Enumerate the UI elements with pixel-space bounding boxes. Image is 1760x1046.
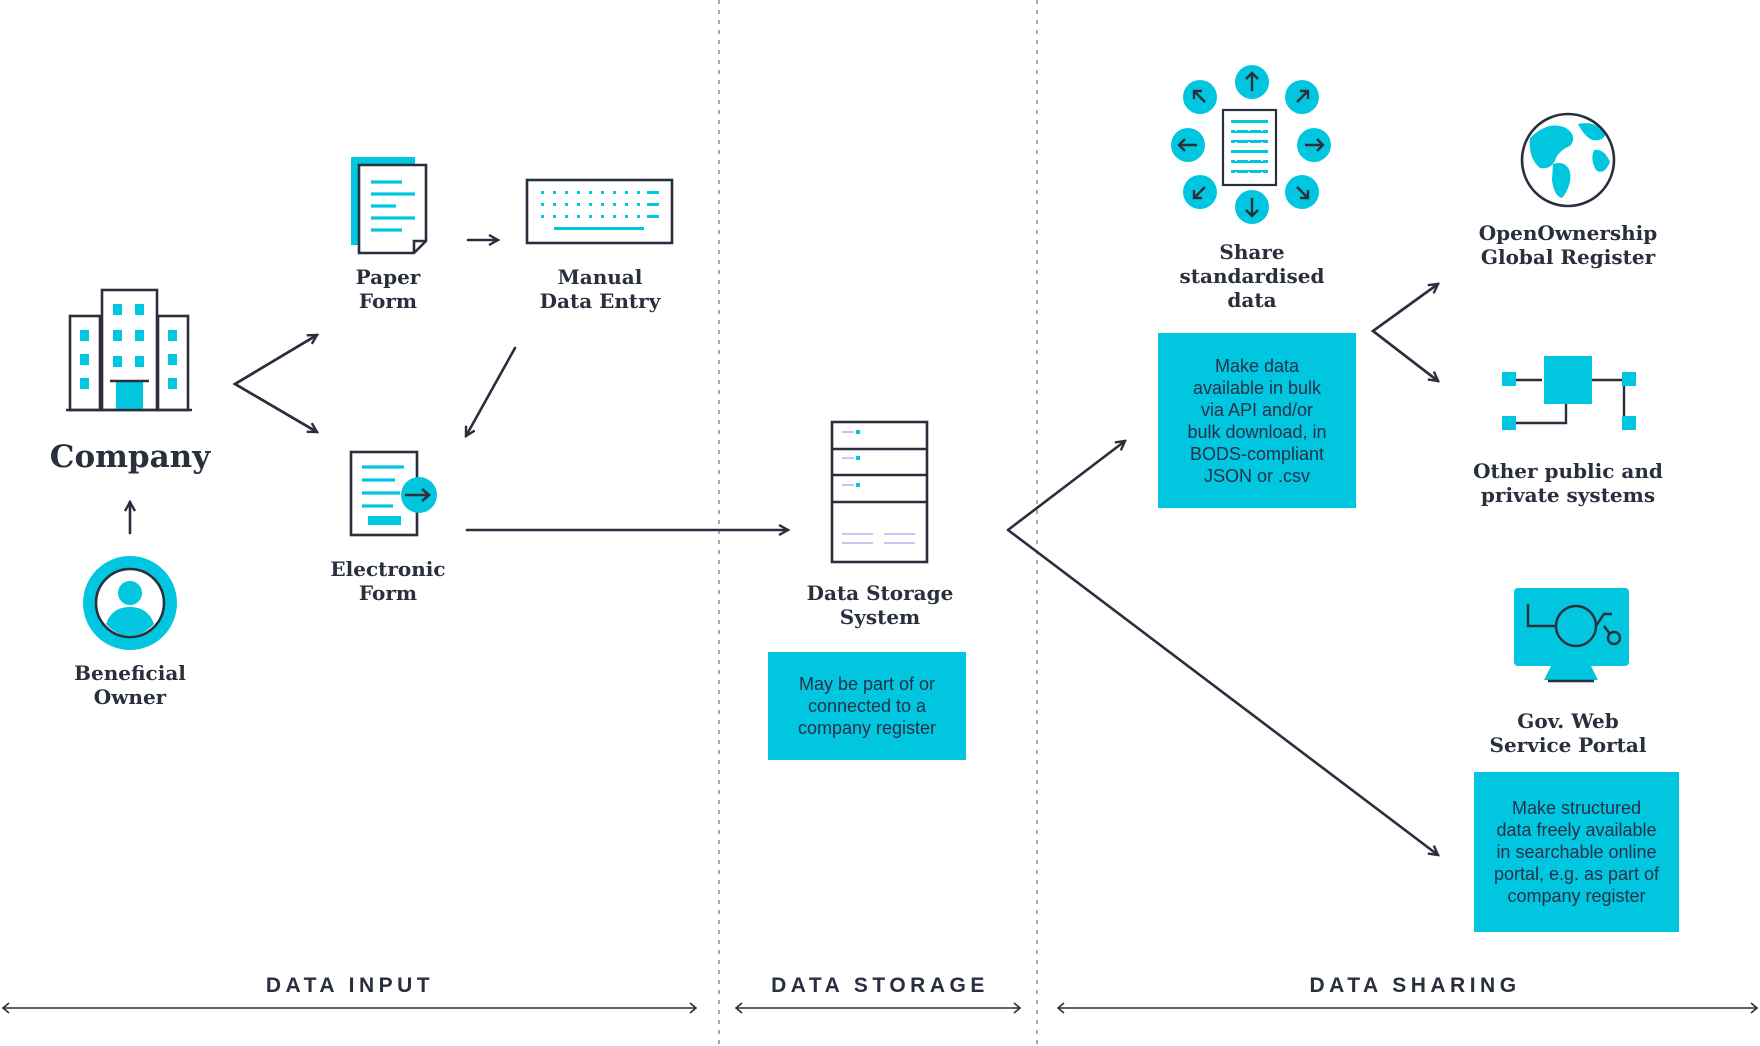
portal-note: Make structured data freely available in…: [1474, 772, 1679, 932]
bulk-note-text: Make data available in bulk via API and/…: [1187, 355, 1327, 486]
storage-note-text: May be part of or connected to a company…: [797, 674, 937, 738]
beneficial-owner-label: Beneficial Owner: [74, 661, 186, 709]
electronic-form-label: Electronic Form: [330, 557, 446, 605]
gov-portal-label: Gov. Web Service Portal: [1489, 709, 1647, 757]
openownership-register-label: OpenOwnership Global Register: [1478, 221, 1658, 269]
person-icon: [83, 556, 177, 650]
section-span-storage: [734, 1002, 1022, 1014]
other-systems-label: Other public and private systems: [1473, 459, 1663, 507]
keyboard-icon: [525, 178, 674, 245]
company-label: Company: [49, 439, 211, 475]
electronic-form-icon: [349, 450, 437, 537]
paper-form-label: Paper Form: [355, 265, 421, 313]
arrow-manual-to-electronic: [464, 346, 517, 436]
section-span-input: [1, 1002, 698, 1014]
monitor-icon: [1514, 588, 1629, 683]
manual-data-entry-label: Manual Data Entry: [539, 265, 661, 313]
connectors: [130, 240, 1438, 855]
bulk-note: Make data available in bulk via API and/…: [1158, 333, 1356, 508]
arrow-to-electronic-form: [233, 382, 317, 434]
portal-note-text: Make structured data freely available in…: [1493, 798, 1660, 906]
data-storage-system-label: Data Storage System: [806, 581, 954, 629]
section-data-sharing: DATA SHARING: [1309, 974, 1521, 997]
storage-note: May be part of or connected to a company…: [768, 652, 966, 760]
arrow-storage-to-share: [1006, 441, 1125, 532]
server-icon: [830, 420, 929, 564]
share-arrows: [1171, 65, 1331, 224]
share-data-label: Share standardised data: [1179, 240, 1325, 312]
globe-icon: [1520, 112, 1616, 208]
share-data-icon: [1171, 65, 1331, 224]
arrow-to-paper-form: [233, 333, 317, 386]
arrow-storage-to-portal: [1006, 528, 1438, 855]
paper-form-icon: [351, 157, 428, 255]
section-data-input: DATA INPUT: [265, 974, 435, 997]
section-span-sharing: [1056, 1002, 1759, 1014]
section-data-storage: DATA STORAGE: [771, 974, 989, 997]
building-icon: [66, 288, 192, 412]
network-icon: [1502, 356, 1636, 430]
fork-company: [232, 333, 319, 434]
